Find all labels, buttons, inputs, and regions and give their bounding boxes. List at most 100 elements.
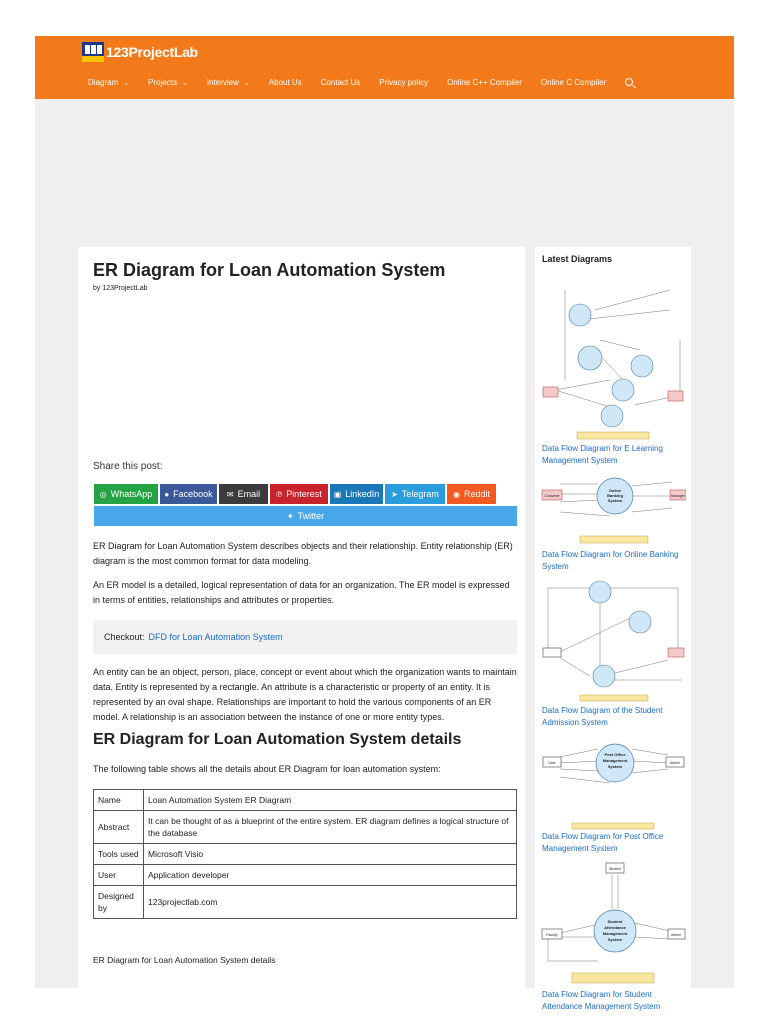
svg-text:Management: Management (603, 931, 628, 936)
share-button-label: Reddit (463, 489, 490, 499)
details-intro: The following table shows all the detail… (93, 764, 441, 774)
dfd-online-banking-thumbnail[interactable]: Online Banking System Customer Manager (540, 472, 686, 546)
sidebar-item-online-banking[interactable]: Data Flow Diagram for Online Banking Sys… (542, 550, 679, 571)
share-button-label: Facebook (173, 489, 213, 499)
article-card: ER Diagram for Loan Automation System by… (78, 247, 525, 988)
reddit-share-button[interactable]: ◉Reddit (447, 484, 496, 504)
table-cell-value: It can be thought of as a blueprint of t… (143, 810, 517, 844)
sidebar: Latest Diagrams (535, 247, 691, 1011)
nav-item-label: About Us (268, 78, 302, 87)
svg-text:System: System (608, 764, 623, 769)
nav-item-label: Projects (148, 78, 178, 87)
logo-text: 123ProjectLab (106, 44, 198, 60)
email-icon: ✉ (226, 489, 234, 499)
node-student-attendance: Student (608, 919, 624, 924)
dfd-e-learning-thumbnail[interactable] (540, 280, 686, 440)
checkout-link[interactable]: DFD for Loan Automation System (148, 632, 283, 642)
nav-item-interview[interactable]: Interview ⌄ (207, 78, 250, 87)
table-cell-value: Application developer (143, 864, 517, 886)
table-cell-value: 123projectlab.com (143, 885, 517, 919)
sidebar-item-e-learning[interactable]: Data Flow Diagram for E Learning Managem… (542, 444, 663, 465)
nav-item-label: Interview (206, 78, 239, 87)
nav-item-diagram[interactable]: Diagram⌄ (88, 78, 129, 87)
checkout-box: Checkout: DFD for Loan Automation System (93, 620, 517, 654)
share-button-label: Email (237, 489, 261, 499)
checkout-label: Checkout: (104, 632, 145, 642)
telegram-share-button[interactable]: ➤Telegram (385, 484, 445, 504)
reddit-icon: ◉ (453, 489, 460, 499)
email-share-button[interactable]: ✉Email (219, 484, 268, 504)
nav-item-contact-us[interactable]: Contact Us (321, 78, 361, 87)
nav-item-label: Online C++ Compiler (447, 78, 522, 87)
node-faculty: Faculty (546, 933, 558, 937)
nav-item-online-c-compiler[interactable]: Online C++ Compiler (447, 78, 522, 87)
svg-text:Management: Management (603, 758, 628, 763)
logo-icon (82, 42, 104, 62)
table-cell-value: Loan Automation System ER Diagram (143, 789, 517, 811)
details-heading: ER Diagram for Loan Automation System de… (93, 731, 462, 748)
entity-paragraph: An entity can be an object, person, plac… (93, 667, 517, 722)
nav-item-label: Privacy policy (379, 78, 429, 87)
share-button-label: WhatsApp (110, 489, 153, 499)
linkedin-icon: ▣ (333, 489, 342, 499)
pinterest-share-button[interactable]: ℗Pinterest (270, 484, 328, 504)
nav-item-about-us[interactable]: About Us (269, 78, 302, 87)
table-caption: ER Diagram for Loan Automation System de… (93, 955, 276, 965)
node-user: User (548, 761, 556, 765)
main-nav: Diagram⌄ Projects ⌄ Interview ⌄ About Us Conta… (88, 78, 634, 87)
dfd-post-office-thumbnail[interactable]: Post Office Management System User Admin (540, 735, 686, 831)
table-cell-key: Abstract (93, 810, 144, 844)
share-button-label: Twitter (297, 511, 325, 521)
facebook-share-button[interactable]: ●Facebook (160, 484, 217, 504)
svg-text:Banking: Banking (607, 493, 623, 498)
dfd-student-attendance-thumbnail[interactable]: Student Student Attendance Management Sy… (540, 861, 686, 985)
intro-paragraph-1: ER Diagram for Loan Automation System de… (93, 541, 513, 566)
table-cell-key: Tools used (93, 843, 144, 865)
nav-item-label: Diagram (88, 78, 119, 87)
svg-text:Attendance: Attendance (604, 925, 627, 930)
facebook-icon: ● (164, 489, 170, 499)
sidebar-item-post-office[interactable]: Data Flow Diagram for Post Office Manage… (542, 832, 664, 853)
nav-item-projects[interactable]: Projects ⌄ (148, 78, 188, 87)
table-cell-key: Designed by (93, 885, 144, 919)
chevron-down-icon: ⌄ (243, 79, 250, 87)
site-logo[interactable]: 123ProjectLab (82, 42, 198, 62)
sidebar-item-student-admission[interactable]: Data Flow Diagram of the Student Admissi… (542, 706, 663, 727)
linkedin-share-button[interactable]: ▣LinkedIn (330, 484, 383, 504)
intro-paragraph-2: An ER model is a detailed, logical repre… (93, 580, 510, 605)
node-online-banking: Online (609, 488, 622, 493)
twitter-share-button[interactable]: ✦Twitter (94, 506, 517, 526)
node-customer: Customer (544, 494, 560, 498)
share-button-label: Telegram (401, 489, 439, 499)
node-manager: Manager (671, 494, 686, 498)
dfd-student-admission-thumbnail[interactable] (540, 578, 686, 702)
chevron-down-icon: ⌄ (182, 79, 188, 87)
whatsapp-share-button[interactable]: ◎WhatsApp (94, 484, 158, 504)
node-admin-attendance: Admin (671, 933, 681, 937)
sidebar-item-student-attendance[interactable]: Data Flow Diagram for Student Attendance… (542, 990, 661, 1011)
telegram-icon: ➤ (391, 489, 398, 499)
table-cell-key: User (93, 864, 144, 886)
page-frame: 123ProjectLab Diagram⌄Projects⌄Interview… (35, 36, 734, 1011)
byline: by 123ProjectLab (93, 285, 148, 292)
page-title: ER Diagram for Loan Automation System (93, 260, 446, 280)
nav-item-label: Contact Us (320, 78, 361, 87)
sidebar-title: Latest Diagrams (542, 254, 613, 264)
table-cell-value: Microsoft Visio (143, 843, 517, 865)
node-admin: Admin (670, 761, 680, 765)
search-icon[interactable] (625, 78, 634, 86)
nav-item-privacy-policy[interactable]: Privacy policy (379, 78, 428, 87)
svg-text:System: System (608, 937, 623, 942)
svg-text:System: System (608, 498, 623, 503)
pinterest-icon: ℗ (276, 489, 283, 499)
whatsapp-icon: ◎ (99, 489, 107, 499)
share-label: Share this post: (93, 461, 163, 472)
share-button-label: Pinterest (286, 489, 322, 499)
nav-item-online-c-compiler[interactable]: Online C Compiler (541, 78, 606, 87)
twitter-icon: ✦ (286, 511, 294, 521)
